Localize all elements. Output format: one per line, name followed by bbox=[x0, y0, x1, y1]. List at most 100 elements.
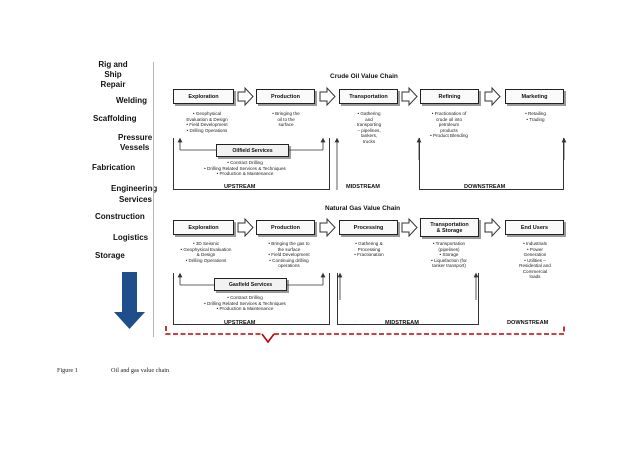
gas-chain-title: Natural Gas Value Chain bbox=[325, 205, 401, 212]
arrow-right-icon bbox=[319, 217, 336, 238]
stage-label-line: Transportation bbox=[430, 221, 469, 228]
gas-processing-bullets: • Gathering & Processing • Fractionation bbox=[340, 241, 398, 258]
bullet-line: Processing bbox=[357, 246, 381, 252]
bullet-line: • Gathering & bbox=[355, 241, 383, 246]
crude-exploration-bullets: • Geophysical Evaluation & Design • Fiel… bbox=[176, 111, 238, 133]
gas-midstream-label: MIDSTREAM bbox=[385, 320, 419, 326]
sidebar-item-scaffolding: Scaffolding bbox=[93, 114, 137, 123]
crude-downstream-frame bbox=[419, 138, 564, 190]
bullet-line: • Trading bbox=[526, 116, 545, 122]
crude-stage-transportation: Transportation bbox=[339, 89, 398, 104]
bullet-line: • Power bbox=[527, 246, 543, 252]
figure-label: Figure 1 bbox=[57, 367, 78, 374]
bullet-line: • Drilling Related Services & Techniques bbox=[204, 300, 286, 306]
sidebar-item-repair: Repair bbox=[100, 80, 126, 89]
stage-label-line: & Storage bbox=[436, 227, 463, 234]
bullet-line: • Bringing the gas to bbox=[268, 241, 310, 246]
bullet-line: surface bbox=[278, 122, 294, 127]
bullet-line: • Transportation bbox=[432, 241, 466, 246]
bullet-line: • Drilling Related Services & Techniques bbox=[204, 165, 286, 171]
sidebar-item-construction: Construction bbox=[95, 212, 145, 221]
bullet-line: • Utilities – bbox=[524, 257, 546, 263]
bullet-line: Commercial bbox=[522, 268, 548, 274]
gas-downstream-label: DOWNSTREAM bbox=[507, 320, 549, 326]
crude-services-bullets: • Contract Drilling • Drilling Related S… bbox=[175, 160, 315, 177]
gas-midstream-frame bbox=[337, 273, 479, 325]
gas-stage-production: Production bbox=[256, 220, 315, 235]
bullet-line: • Contract Drilling bbox=[227, 160, 263, 165]
crude-chain-title: Crude Oil Value Chain bbox=[330, 73, 398, 80]
divider-line bbox=[153, 62, 154, 337]
sidebar-item-fabrication: Fabrication bbox=[92, 163, 136, 172]
bullet-line: • Liquefaction (for bbox=[431, 257, 467, 263]
bullet-line: (pipelines) bbox=[438, 246, 460, 252]
bullet-line: • Geophysical Evaluation bbox=[180, 246, 232, 252]
bullet-line: oil to the bbox=[277, 116, 295, 122]
gas-upstream-frame bbox=[173, 273, 330, 325]
bullet-line: products bbox=[440, 127, 458, 133]
gas-production-bullets: • Bringing the gas to the surface • Fiel… bbox=[256, 241, 322, 269]
bullet-line: • Retailing bbox=[525, 111, 546, 116]
bullet-line: crude oil into bbox=[435, 116, 463, 122]
bullet-line: trucks bbox=[362, 138, 376, 144]
arrow-right-icon bbox=[401, 86, 418, 107]
gas-stage-end-users: End Users bbox=[505, 220, 564, 235]
crude-production-bullets: • Bringing the oil to the surface bbox=[258, 111, 314, 128]
bullet-line: • Continuing drilling bbox=[269, 257, 309, 263]
bullet-line: Evaluation & Design bbox=[186, 116, 228, 122]
arrow-right-icon bbox=[319, 86, 336, 107]
bullet-line: • Product Blending bbox=[430, 133, 468, 138]
gas-stage-processing: Processing bbox=[339, 220, 398, 235]
crude-refining-bullets: • Fractionation of crude oil into petrol… bbox=[418, 111, 480, 139]
bullet-line: – pipelines, bbox=[357, 127, 381, 133]
bracket-brace bbox=[165, 326, 565, 335]
arrow-right-icon bbox=[484, 86, 501, 107]
crude-upstream-label: UPSTREAM bbox=[224, 184, 256, 190]
crude-transportation-bullets: • Gathering and transporting – pipelines… bbox=[340, 111, 398, 144]
crude-stage-refining: Refining bbox=[420, 89, 479, 104]
bullet-line: • Production & Maintenance bbox=[216, 306, 274, 311]
sidebar-item-storage: Storage bbox=[95, 251, 125, 260]
bullet-line: • Fractionation of bbox=[431, 111, 467, 116]
crude-stage-production: Production bbox=[256, 89, 315, 104]
bullet-line: • 3D Seismic bbox=[192, 241, 220, 246]
sidebar-item-rig-and: Rig and bbox=[98, 60, 128, 69]
bullet-line: • Production & Maintenance bbox=[216, 171, 274, 176]
bullet-line: • Drilling Operations bbox=[185, 257, 227, 263]
bullet-line: tankers, bbox=[360, 133, 378, 138]
sidebar-item-engineering: Engineering bbox=[111, 184, 158, 193]
bullet-line: • Fractionation bbox=[354, 252, 384, 257]
bullet-line: • Field Development bbox=[186, 122, 228, 127]
sidebar-item-pressure: Pressure bbox=[118, 133, 153, 142]
crude-marketing-bullets: • Retailing • Trading bbox=[507, 111, 564, 122]
bullet-line: and bbox=[365, 116, 373, 122]
bullet-line: • Industrials bbox=[523, 241, 547, 246]
arrow-right-icon bbox=[484, 217, 501, 238]
bullet-line: • Storage bbox=[439, 252, 459, 257]
crude-stage-marketing: Marketing bbox=[505, 89, 564, 104]
sidebar-item-logistics: Logistics bbox=[113, 233, 149, 242]
arrow-right-icon bbox=[401, 217, 418, 238]
bullet-line: • Gathering bbox=[357, 111, 381, 116]
sidebar-item-ship: Ship bbox=[104, 70, 122, 79]
gas-services-box: Gasfield Services bbox=[214, 278, 287, 291]
bullet-line: • Geophysical bbox=[192, 111, 222, 116]
crude-services-box: Oilfield Services bbox=[216, 144, 289, 157]
bullet-line: • Contract Drilling bbox=[227, 295, 263, 300]
bullet-line: Generation bbox=[523, 252, 547, 257]
bullet-line: & Design bbox=[196, 252, 216, 257]
gas-end-users-bullets: • Industrials • Power Generation • Utili… bbox=[506, 241, 564, 280]
gas-transportation-bullets: • Transportation (pipelines) • Storage •… bbox=[418, 241, 480, 269]
arrow-right-icon bbox=[237, 217, 254, 238]
arrow-right-icon bbox=[237, 86, 254, 107]
gas-exploration-bullets: • 3D Seismic • Geophysical Evaluation & … bbox=[173, 241, 239, 263]
crude-downstream-label: DOWNSTREAM bbox=[464, 184, 506, 190]
bullet-line: loads bbox=[529, 274, 541, 279]
bullet-line: petroleum bbox=[438, 122, 460, 127]
bullet-line: Residential and bbox=[519, 263, 551, 268]
bullet-line: • Bringing the bbox=[272, 111, 300, 116]
bullet-line: • Field Development bbox=[268, 252, 310, 257]
crude-upstream-frame bbox=[173, 138, 330, 190]
